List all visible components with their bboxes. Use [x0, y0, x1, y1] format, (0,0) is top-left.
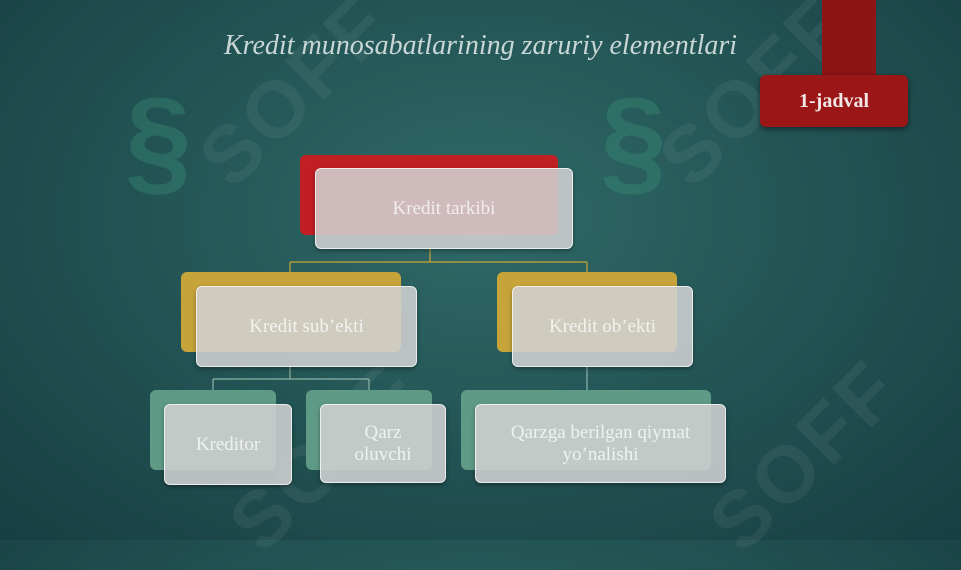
table-tag: 1-jadval	[760, 75, 908, 127]
watermark-logo-left: §	[125, 73, 192, 207]
node-kredit-subekti: Kredit sub’ekti	[196, 286, 417, 367]
node-kredit-obekti: Kredit ob’ekti	[512, 286, 693, 367]
node-kredit-tarkibi: Kredit tarkibi	[315, 168, 573, 249]
node-qarz-oluvchi: Qarz oluvchi	[320, 404, 446, 483]
node-kreditor: Kreditor	[164, 404, 292, 485]
slide-title: Kredit munosabatlarining zaruriy element…	[223, 30, 738, 61]
node-qarzga-berilgan: Qarzga berilgan qiymat yo’nalishi	[475, 404, 726, 483]
watermark-logo-right: §	[600, 73, 667, 207]
